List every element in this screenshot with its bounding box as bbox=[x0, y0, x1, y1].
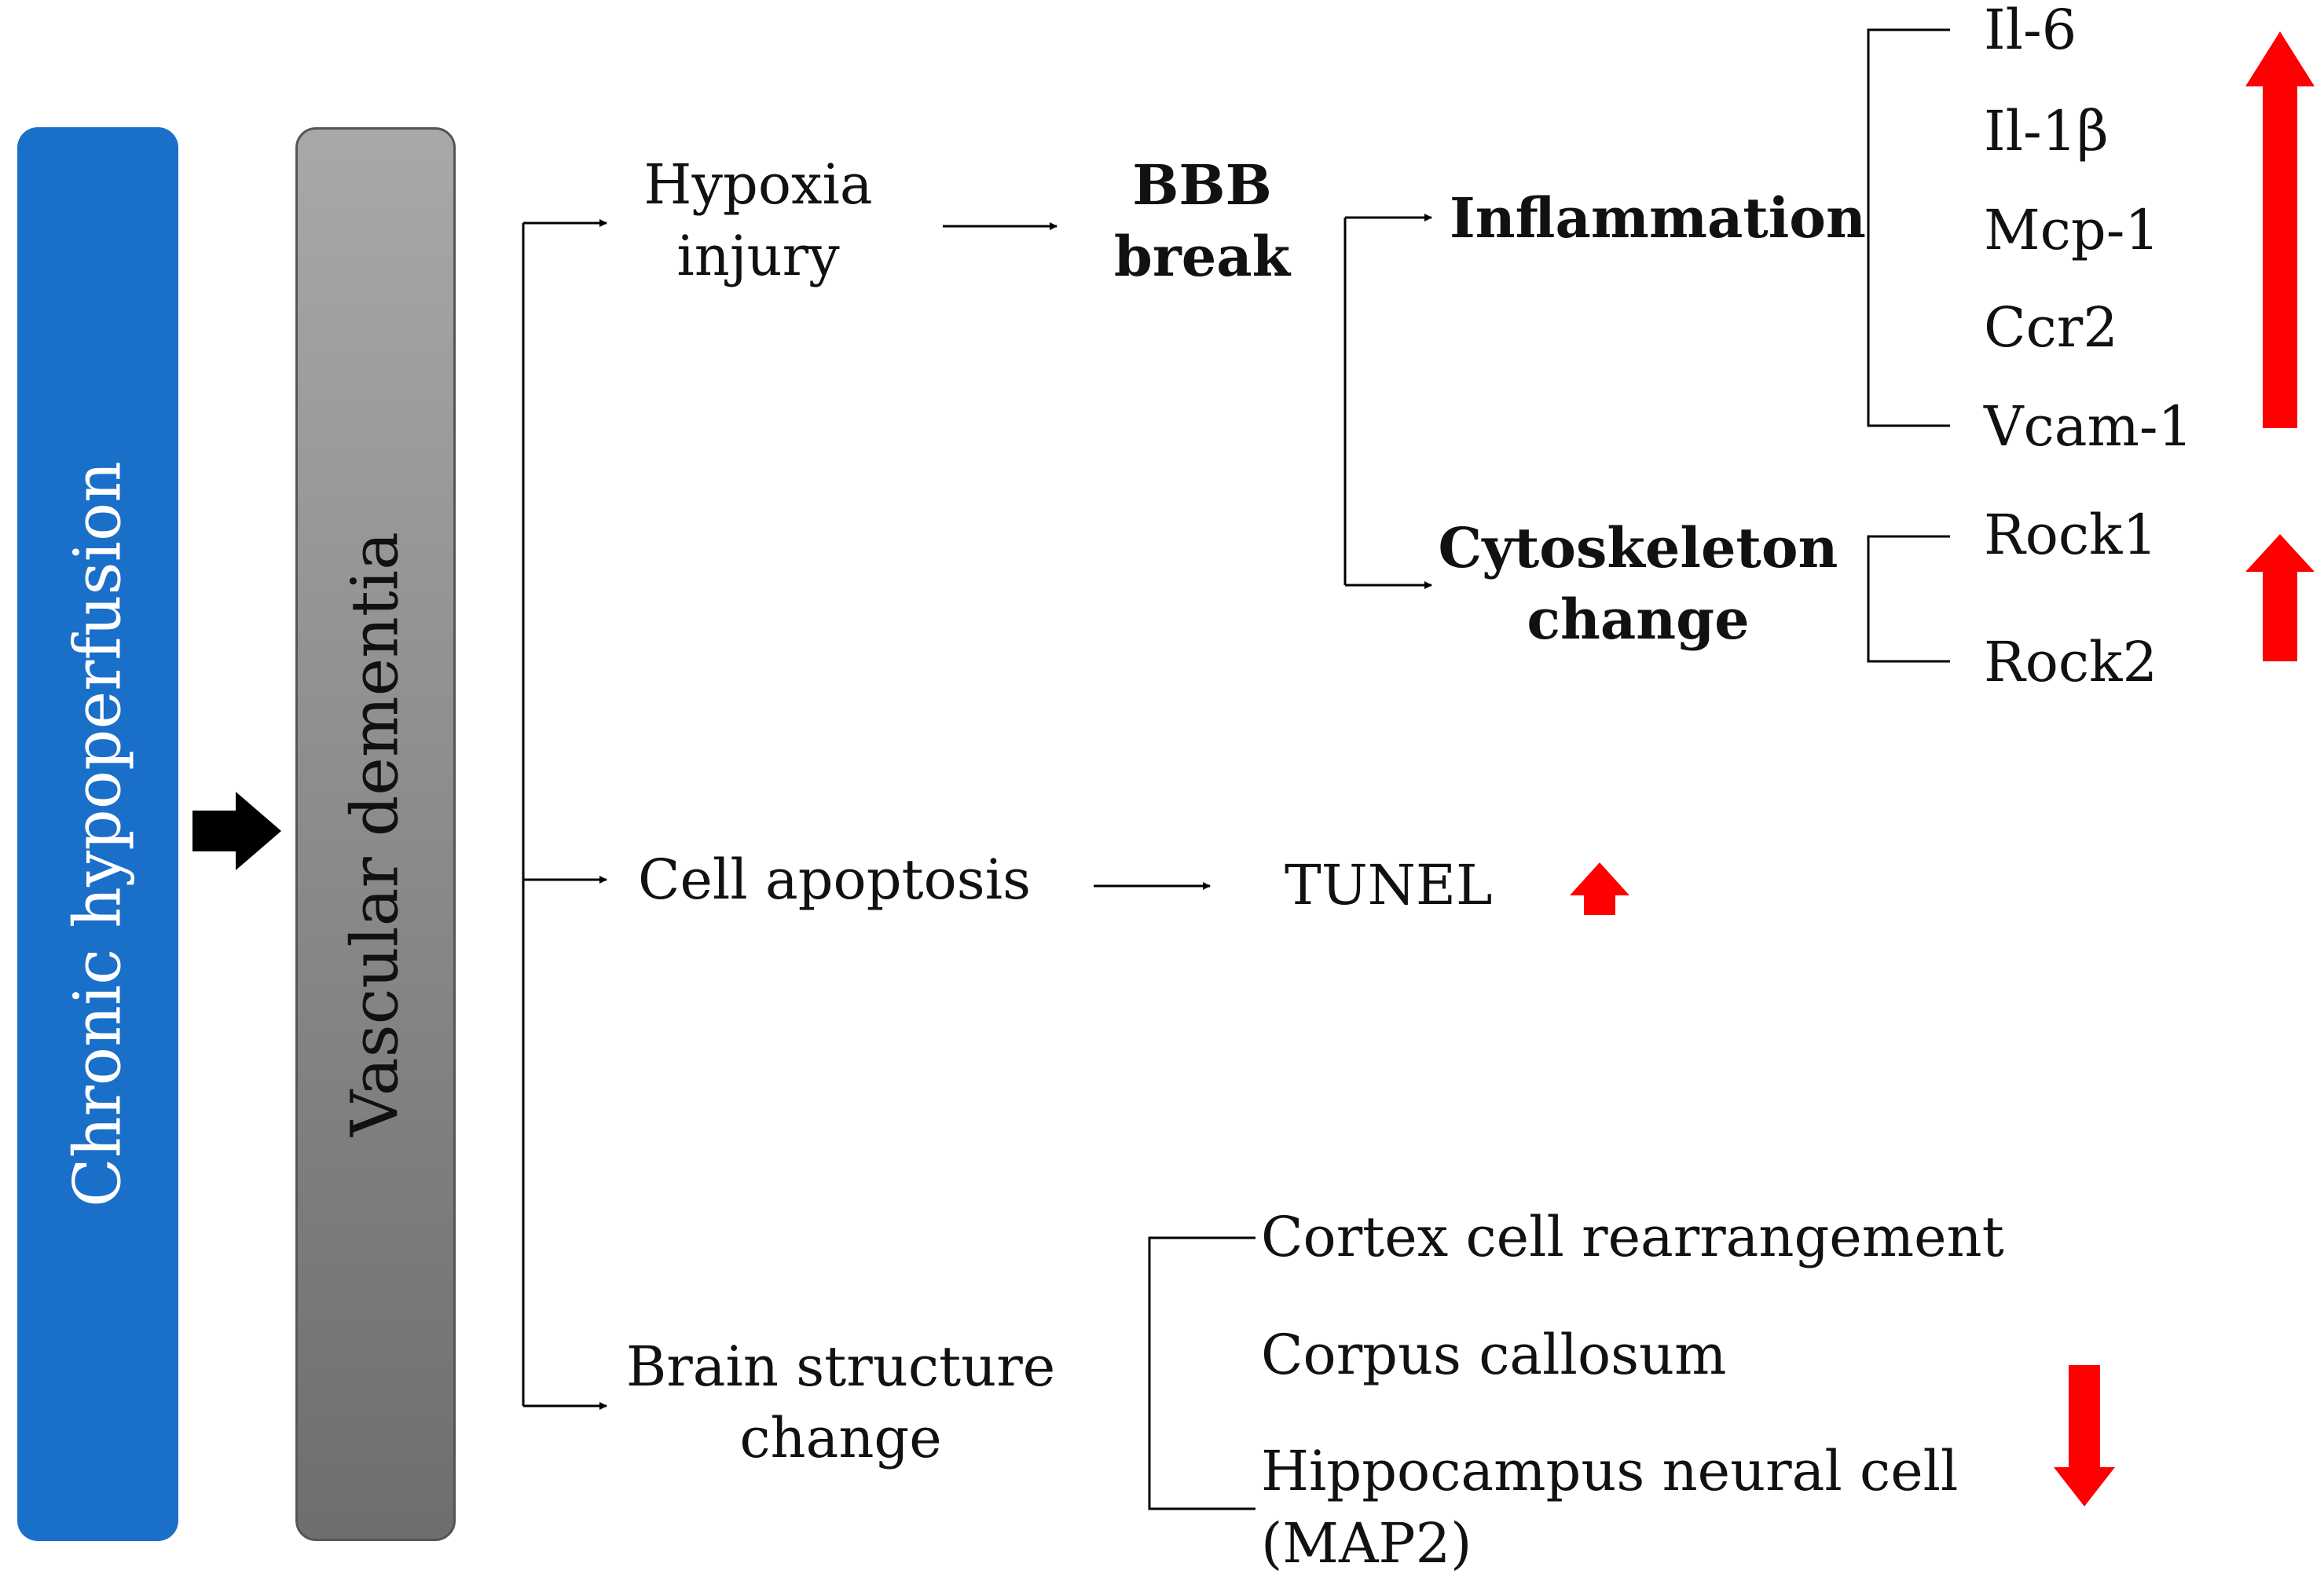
brain-item: Hippocampus neural cell bbox=[1261, 1439, 1959, 1503]
bbb-line1: BBB bbox=[1132, 152, 1272, 218]
cell-apoptosis-label: Cell apoptosis bbox=[638, 847, 1032, 912]
bbb-line2: break bbox=[1113, 224, 1291, 289]
condition-box: Vascular dementia bbox=[295, 127, 456, 1541]
cause-label: Chronic hypoperfusion bbox=[60, 460, 135, 1208]
brain-line2: change bbox=[739, 1406, 942, 1470]
brain-items-bracket bbox=[1148, 1236, 1255, 1510]
brain-line1: Brain structure bbox=[625, 1334, 1056, 1399]
cytoskeleton-increase-arrow bbox=[2245, 534, 2315, 661]
hypoxia-line1: Hypoxia bbox=[643, 152, 873, 217]
inflammation-marker: Mcp-1 bbox=[1984, 198, 2160, 262]
brain-item: (MAP2) bbox=[1261, 1511, 1472, 1576]
tunel-label: TUNEL bbox=[1285, 853, 1493, 917]
hypoxia-injury-node: Hypoxia injury bbox=[621, 149, 896, 292]
brain-item: Corpus callosum bbox=[1261, 1323, 1727, 1387]
brain-structure-node: Brain structure change bbox=[621, 1331, 1061, 1474]
bbb-break-node: BBB break bbox=[1092, 149, 1312, 292]
inflammation-marker: Vcam-1 bbox=[1984, 394, 2194, 459]
condition-label: Vascular dementia bbox=[338, 532, 413, 1137]
tunel-increase-arrow bbox=[1570, 862, 1629, 915]
inflammation-marker: Il-6 bbox=[1984, 0, 2077, 62]
inflammation-marker-bracket bbox=[1867, 28, 1950, 427]
cytoskeleton-marker: Rock1 bbox=[1984, 503, 2158, 567]
hypoxia-line2: injury bbox=[676, 224, 840, 288]
cause-box: Chronic hypoperfusion bbox=[17, 127, 178, 1541]
cytoskeleton-marker: Rock2 bbox=[1984, 630, 2158, 694]
cytoskeleton-marker-bracket bbox=[1867, 535, 1950, 663]
cytoskeleton-change-node: Cytoskeleton change bbox=[1438, 512, 1838, 655]
inflammation-label: Inflammation bbox=[1450, 185, 1866, 251]
brain-decrease-arrow bbox=[2054, 1365, 2115, 1506]
cytoskeleton-line1: Cytoskeleton bbox=[1438, 515, 1838, 580]
inflammation-marker: Ccr2 bbox=[1984, 295, 2118, 360]
inflammation-marker: Il-1β bbox=[1984, 99, 2109, 163]
progression-arrow bbox=[192, 792, 281, 870]
inflammation-increase-arrow bbox=[2245, 31, 2315, 428]
cytoskeleton-line2: change bbox=[1527, 587, 1750, 652]
brain-item: Cortex cell rearrangement bbox=[1261, 1205, 2004, 1269]
